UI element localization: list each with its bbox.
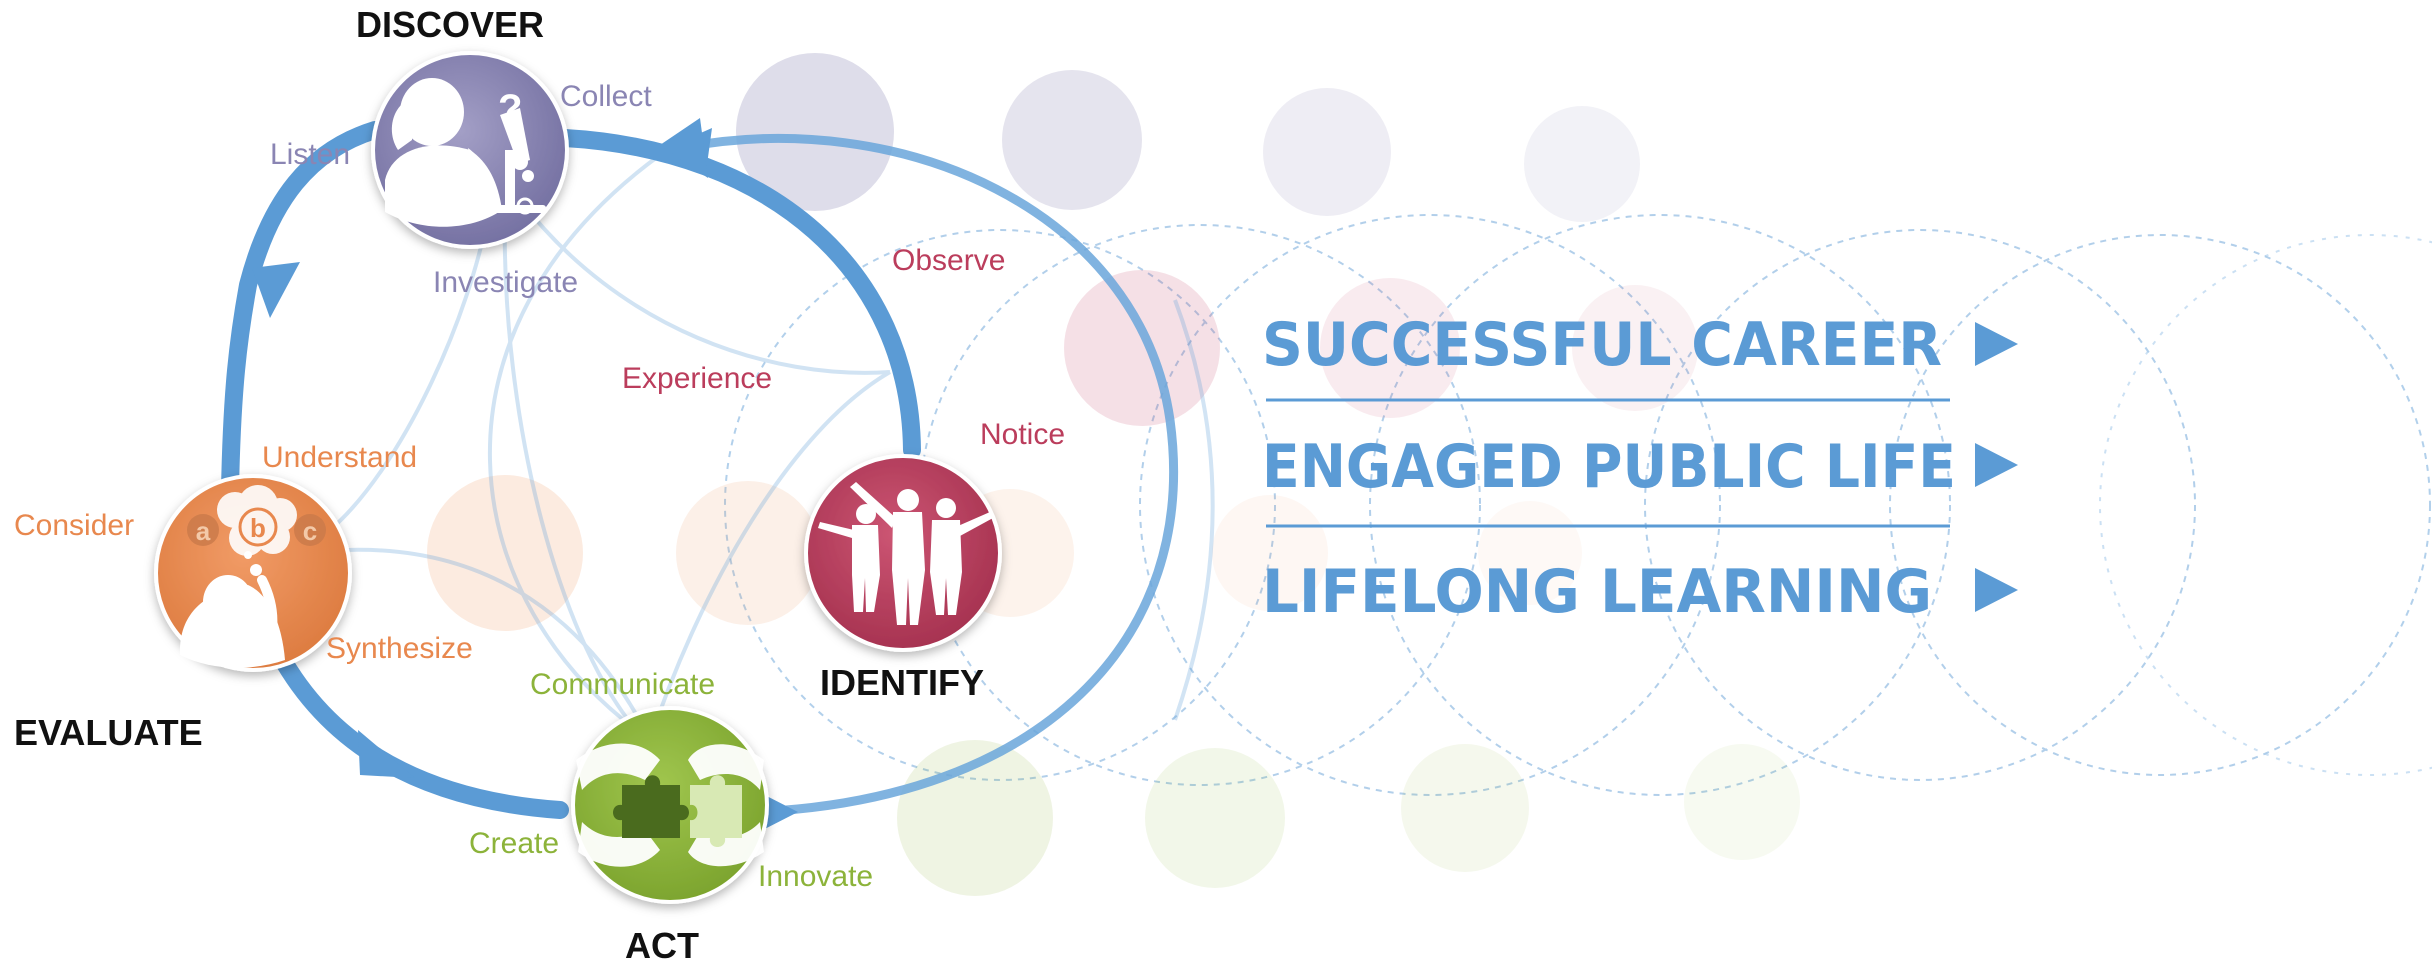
play-arrow-icon bbox=[1975, 322, 2018, 366]
evaluate-title: EVALUATE bbox=[14, 712, 203, 753]
thinker-abc-icon: a b c bbox=[179, 485, 326, 668]
discover-action: Listen bbox=[270, 138, 350, 171]
play-arrow-icon bbox=[1975, 443, 2018, 487]
identify-action: Notice bbox=[980, 418, 1065, 451]
question-mark-icon: ? bbox=[498, 87, 522, 131]
act-action: Innovate bbox=[758, 860, 873, 893]
outcome-item: SUCCESSFUL CAREER bbox=[1262, 310, 2018, 380]
outcome-label: LIFELONG LEARNING bbox=[1262, 557, 1932, 627]
outcomes-list: SUCCESSFUL CAREER ENGAGED PUBLIC LIFE LI… bbox=[1262, 310, 2018, 627]
identify-node bbox=[804, 454, 1002, 652]
letter-b: b bbox=[250, 513, 266, 543]
evaluate-action: Consider bbox=[14, 509, 134, 542]
letter-a: a bbox=[196, 516, 211, 546]
act-action: Communicate bbox=[530, 668, 715, 701]
pointing-people-icon bbox=[818, 482, 993, 625]
outcome-label: ENGAGED PUBLIC LIFE bbox=[1262, 432, 1956, 502]
outcome-item: LIFELONG LEARNING bbox=[1262, 557, 2018, 627]
identify-title: IDENTIFY bbox=[820, 662, 984, 703]
act-action: Create bbox=[469, 827, 559, 860]
discover-action: Investigate bbox=[433, 266, 578, 299]
act-title: ACT bbox=[625, 925, 699, 966]
discover-title: DISCOVER bbox=[356, 4, 544, 45]
evaluate-node: a b c bbox=[154, 474, 352, 672]
play-arrow-icon bbox=[1975, 568, 2018, 612]
outcome-item: ENGAGED PUBLIC LIFE bbox=[1262, 432, 2018, 502]
main-cycle-arrow bbox=[221, 118, 921, 819]
identify-action: Observe bbox=[892, 244, 1005, 277]
letter-c: c bbox=[303, 516, 317, 546]
background-decoration bbox=[427, 53, 2432, 896]
puzzle-hands-icon bbox=[576, 743, 764, 867]
act-node bbox=[571, 706, 769, 904]
outcome-label: SUCCESSFUL CAREER bbox=[1262, 310, 1942, 380]
discover-node: ? bbox=[371, 51, 569, 249]
stage-titles: DISCOVER EVALUATE ACT IDENTIFY bbox=[14, 4, 984, 966]
identify-action: Experience bbox=[622, 362, 772, 395]
action-labels: Collect Listen Investigate Understand Co… bbox=[14, 80, 1065, 893]
evaluate-action: Understand bbox=[262, 441, 417, 474]
scientist-microscope-icon bbox=[385, 78, 546, 227]
evaluate-action: Synthesize bbox=[326, 632, 473, 665]
connector-lines bbox=[328, 153, 1215, 742]
discover-action: Collect bbox=[560, 80, 652, 113]
